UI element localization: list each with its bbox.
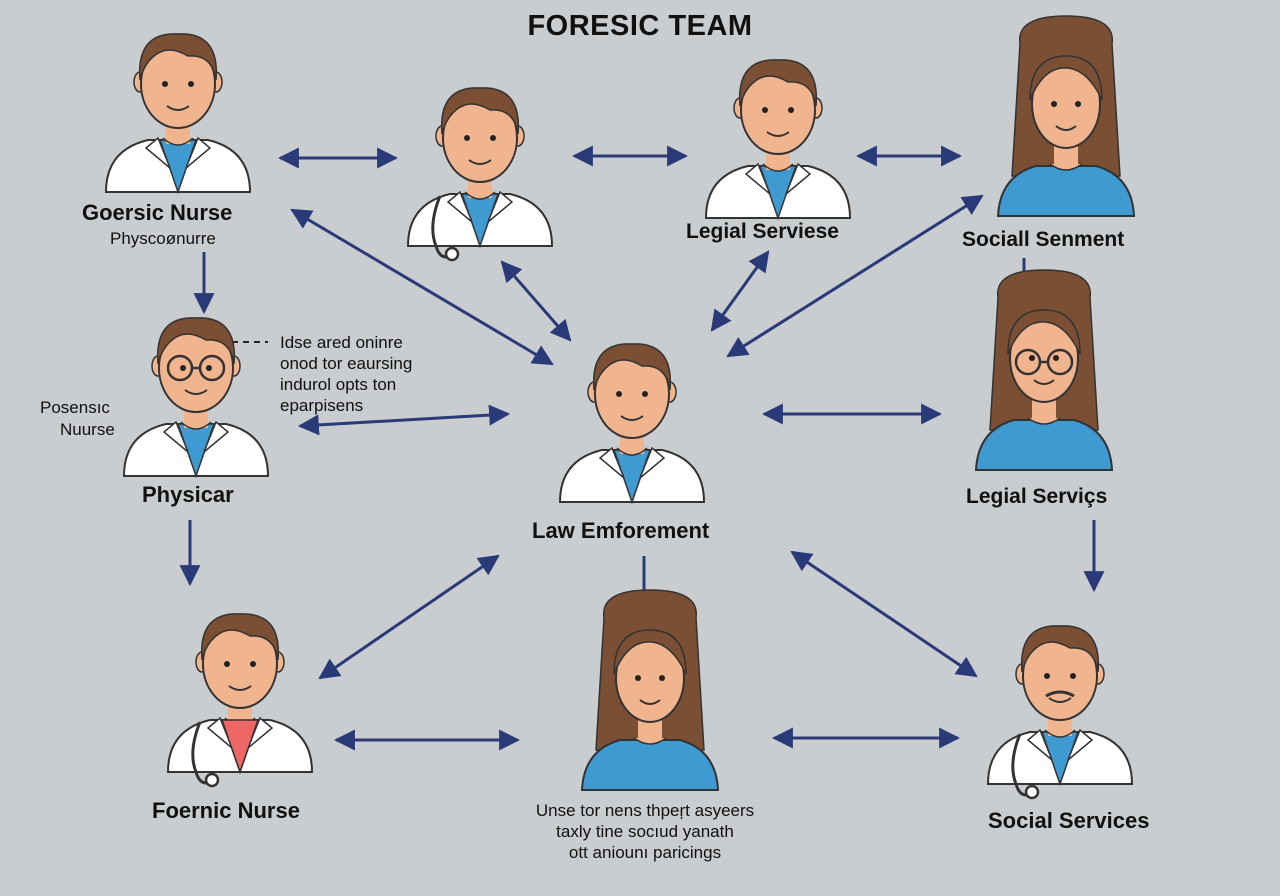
label-legial-servicse: Legial Serviese bbox=[686, 220, 839, 243]
doctor-stethoscope-icon bbox=[407, 86, 553, 262]
woman-person-icon bbox=[997, 15, 1135, 217]
doctor-stethoscope-icon bbox=[987, 624, 1133, 800]
arrow bbox=[790, 550, 978, 678]
upper-note: Idse ared oninre onod tor eaursing indur… bbox=[280, 332, 412, 416]
note-line: Unse tor nens thpeŗt asyeers bbox=[535, 801, 755, 820]
doctor-stethoscope-icon bbox=[167, 612, 313, 788]
label-physicar: Physicar bbox=[142, 482, 234, 507]
doctor-person-icon bbox=[559, 342, 705, 503]
label-nuurse: Nuurse bbox=[60, 420, 115, 439]
glasses-woman-icon bbox=[975, 269, 1113, 471]
note-line: indurol opts ton bbox=[280, 375, 397, 394]
note-line: ott aniounı paricings bbox=[568, 843, 722, 862]
label-sociall-senment: Sociall Senment bbox=[962, 228, 1125, 251]
label-goersic-nurse: Goersic Nurse bbox=[82, 200, 233, 225]
doctor-person-icon bbox=[105, 32, 251, 193]
woman-person-icon bbox=[581, 589, 719, 791]
label-legial-services: Legial Serviçs bbox=[966, 485, 1108, 508]
note-line: taxly tine socıud yanath bbox=[556, 822, 734, 841]
arrow bbox=[297, 404, 511, 436]
arrow bbox=[318, 554, 500, 680]
lower-note: Unse tor nens thpeŗt asyeers taxly tine … bbox=[500, 800, 790, 863]
label-social-services: Social Services bbox=[988, 808, 1150, 833]
note-line: onod tor eaursing bbox=[280, 354, 413, 373]
arrow bbox=[500, 260, 572, 342]
arrow bbox=[710, 250, 770, 332]
doctor-person-icon bbox=[705, 58, 851, 219]
diagram-title: FORESIC TEAM bbox=[527, 10, 753, 42]
label-posensic: Posensıc bbox=[40, 398, 110, 417]
arrow bbox=[726, 194, 984, 358]
label-physcosnurre: Physcoønurre bbox=[110, 229, 216, 248]
note-line: Idse ared oninre bbox=[280, 333, 403, 352]
label-law-enforcement: Law Emforement bbox=[532, 518, 710, 543]
note-line: eparpisens bbox=[280, 396, 364, 415]
label-foernic-nurse: Foernic Nurse bbox=[152, 798, 300, 823]
